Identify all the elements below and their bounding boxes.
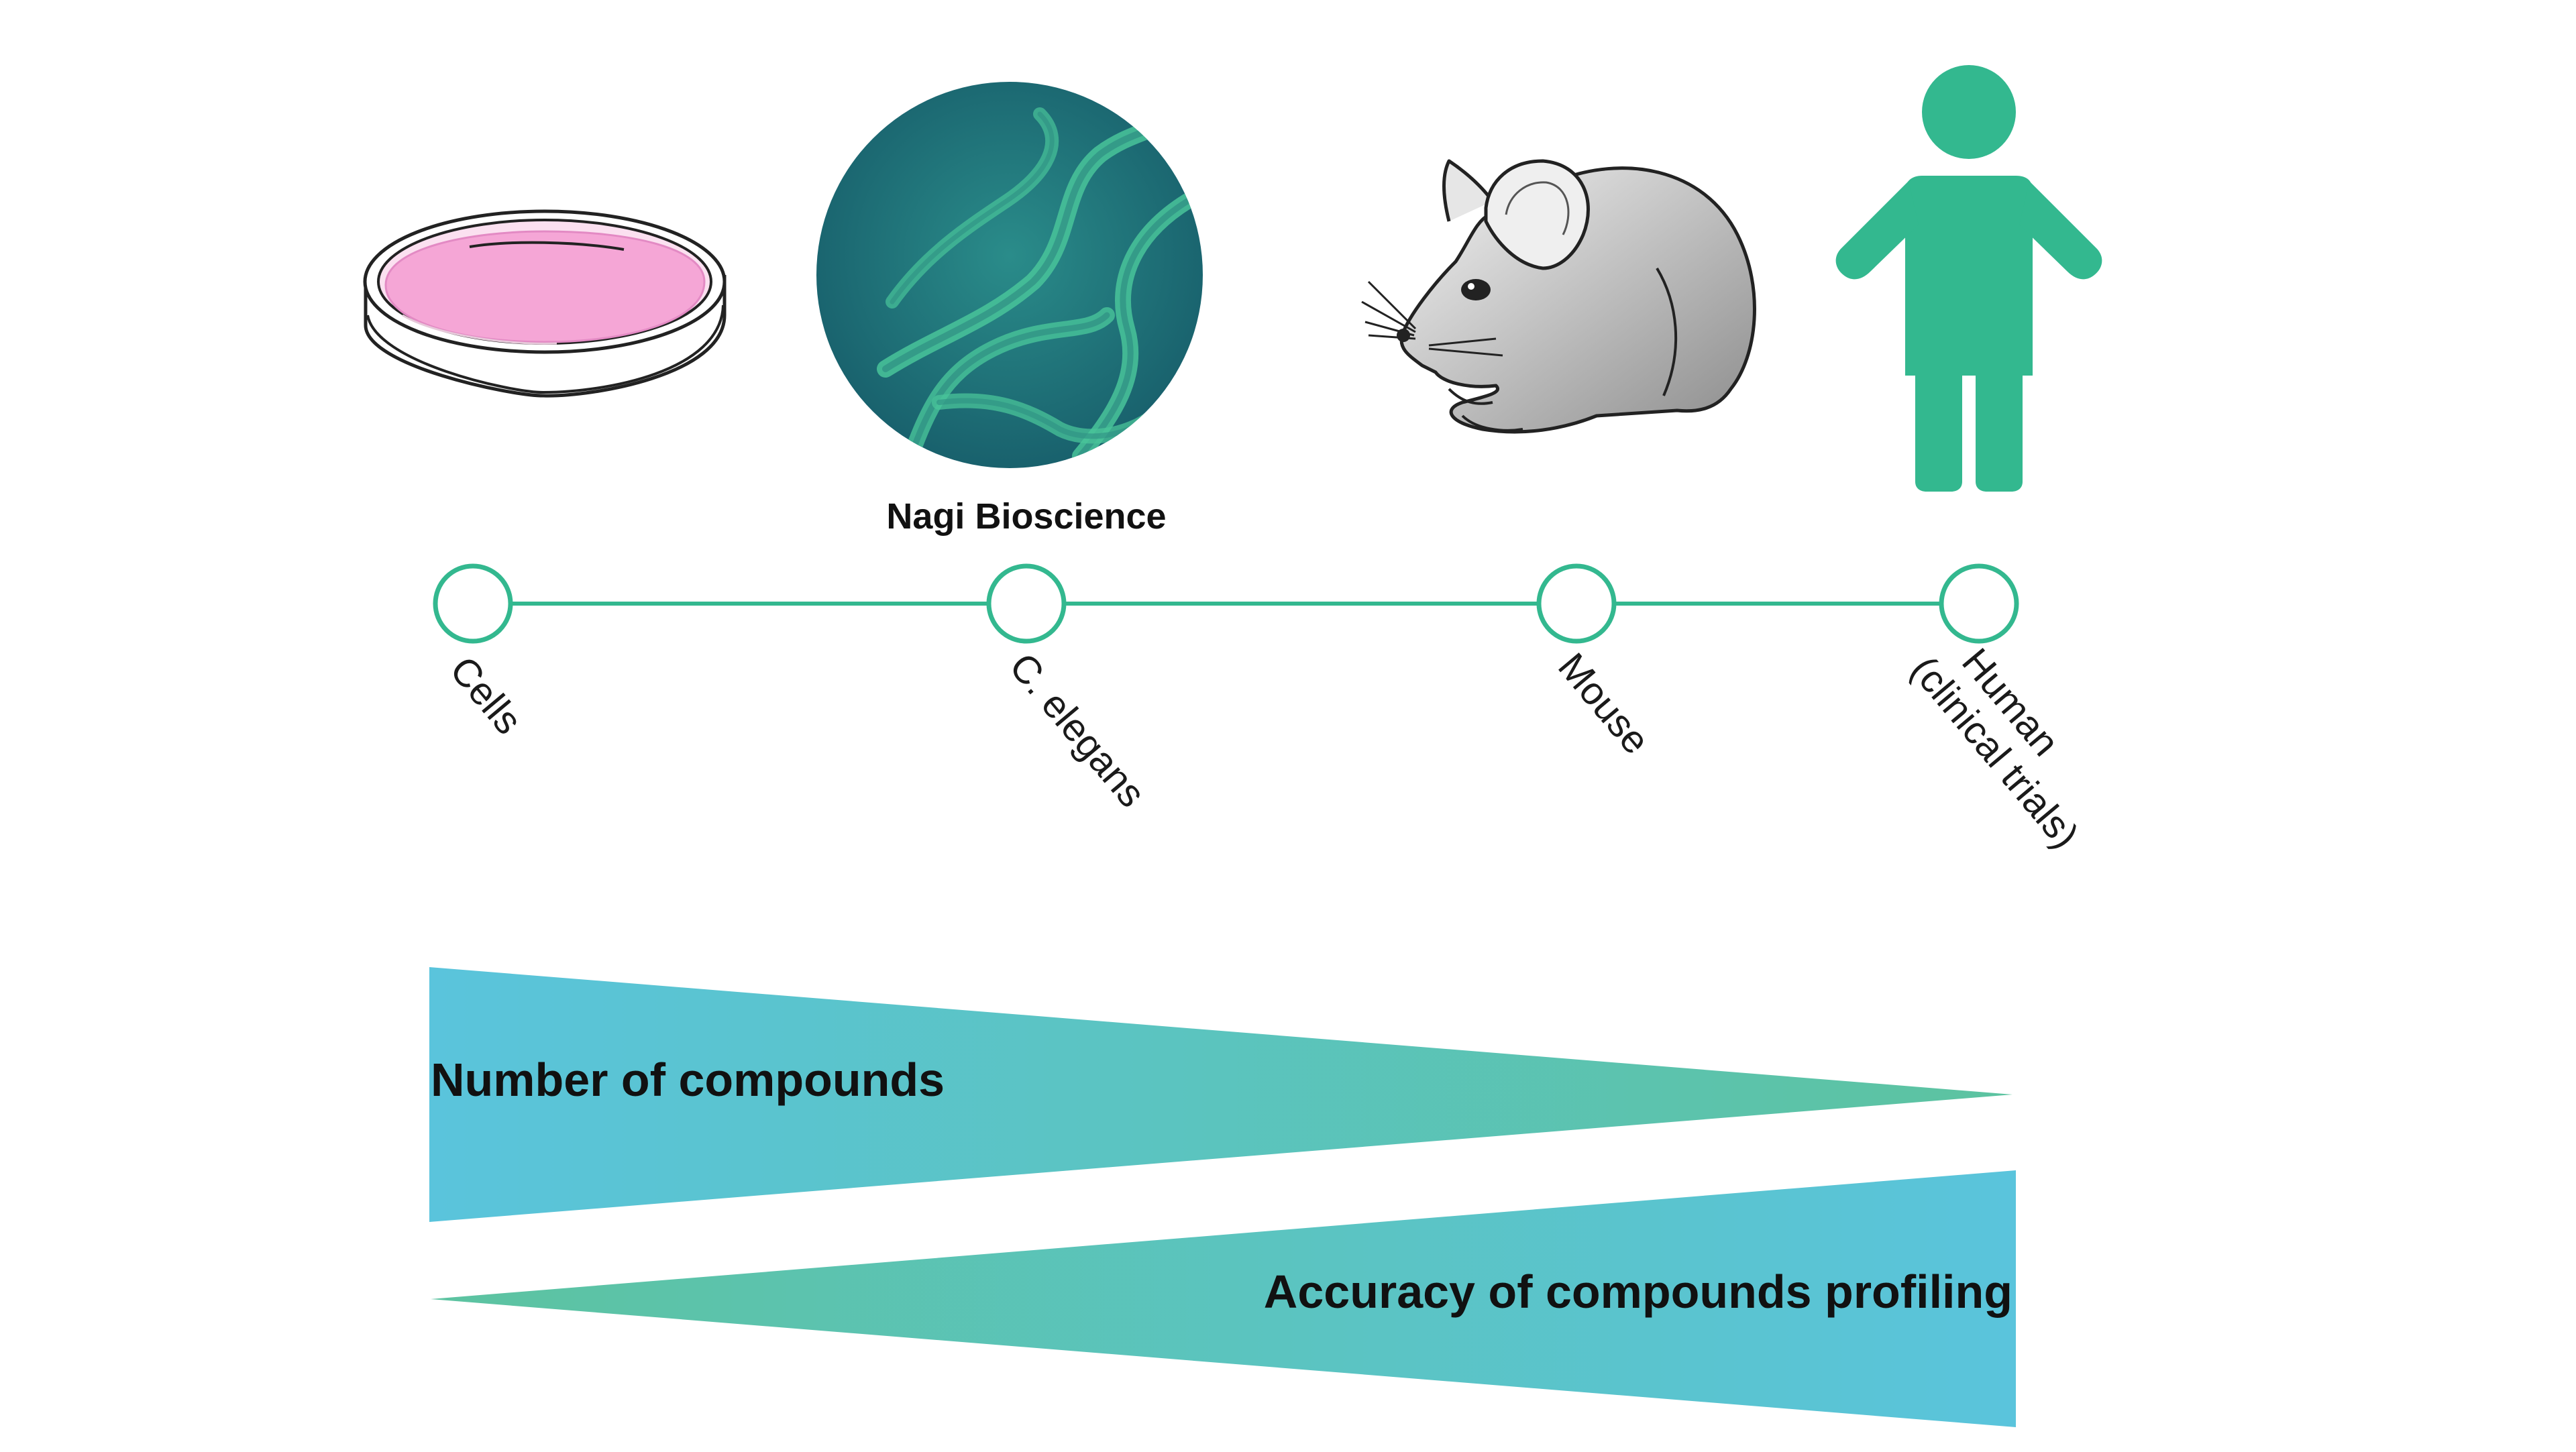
petri-dish-icon [363, 209, 727, 398]
stage-label-cells-line-1: Cells [441, 649, 531, 743]
stage-labels: Cells C. elegans Mouse Human (clinical t… [441, 620, 2121, 857]
mouse-icon [1361, 159, 1756, 434]
wedges: Number of compounds Accuracy of compound… [429, 967, 2016, 1427]
timeline [433, 563, 2019, 644]
timeline-node-cells [433, 563, 513, 644]
stage-label-c-elegans: C. elegans [1001, 645, 1154, 816]
wedge-accuracy-of-profiling [431, 1170, 2016, 1427]
human-icon [1835, 65, 2102, 492]
timeline-node-c-elegans [986, 563, 1067, 644]
stage-label-mouse-line-1: Mouse [1550, 645, 1658, 763]
stage-label-mouse: Mouse [1550, 645, 1658, 763]
timeline-node-human [1939, 563, 2019, 644]
stage-label-human: Human (clinical trials) [1902, 620, 2121, 856]
stage-label-c-elegans-line-1: C. elegans [1001, 645, 1154, 816]
highlight-label: Nagi Bioscience [886, 496, 1166, 537]
timeline-node-mouse [1536, 563, 1617, 644]
wedge-label-bottom: Accuracy of compounds profiling [1264, 1266, 2012, 1318]
wedge-label-top: Number of compounds [431, 1054, 945, 1106]
wedge-number-of-compounds [429, 967, 2012, 1222]
stage-label-cells: Cells [441, 649, 531, 743]
c-elegans-icon [816, 82, 1203, 468]
